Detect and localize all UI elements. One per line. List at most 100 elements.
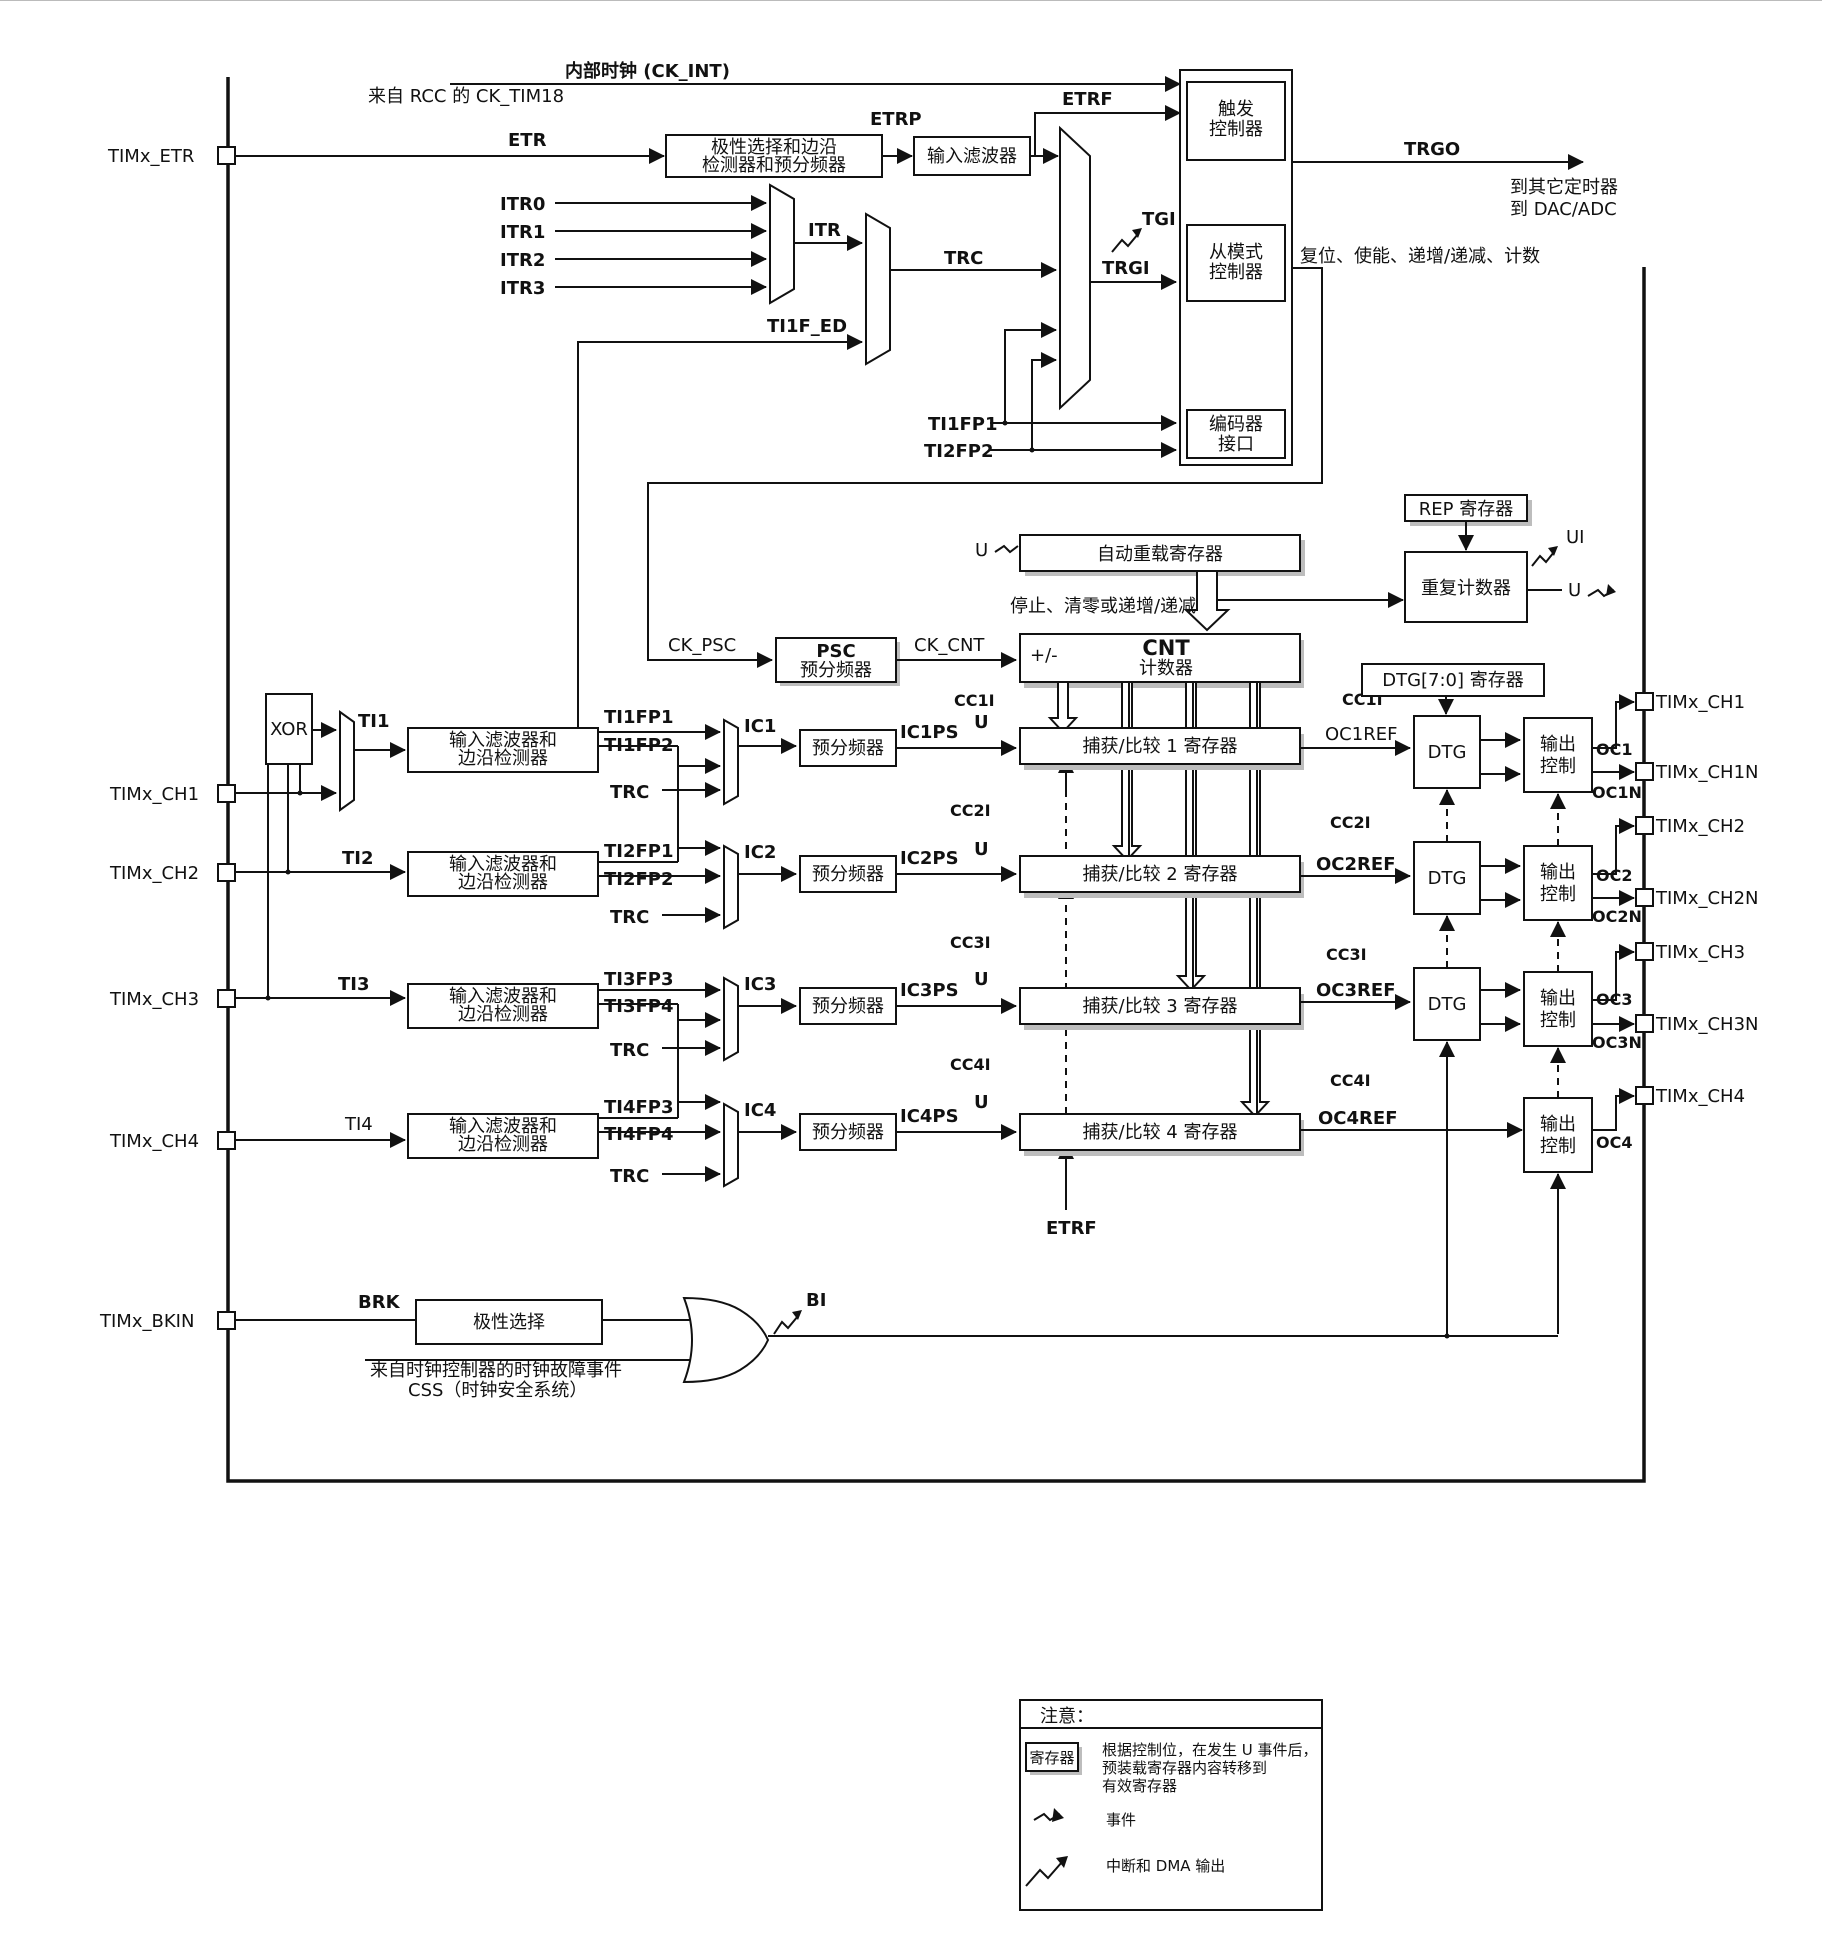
legend-register-icon bbox=[1025, 1742, 1079, 1772]
oc3n-label: OC3N bbox=[1592, 1033, 1642, 1052]
ui-label: UI bbox=[1566, 527, 1584, 548]
pin-ch3-icon bbox=[217, 989, 236, 1008]
input-filter-label: 输入滤波器 bbox=[927, 146, 1017, 167]
legend-reg-desc-2: 预装载寄存器内容转移到 bbox=[1102, 1759, 1267, 1777]
dtg-block-3 bbox=[1413, 967, 1481, 1041]
itr-mux: ITR0 ITR1 ITR2 ITR3 ITR TI1F_ED TRC bbox=[500, 183, 1057, 730]
bi-label: BI bbox=[806, 1290, 826, 1311]
oc2-label: OC2 bbox=[1596, 866, 1632, 885]
brk-label: BRK bbox=[358, 1292, 401, 1313]
input-pins: TIMx_CH1 TIMx_CH2 TIMx_CH3 TIMx_CH4 TIMx… bbox=[99, 693, 406, 1332]
trc-label: TRC bbox=[944, 248, 983, 269]
filter-edge-block-3 bbox=[407, 983, 599, 1029]
prescaler-block-3 bbox=[799, 987, 897, 1025]
cc-register-3 bbox=[1019, 987, 1301, 1025]
dtg-3-label: DTG bbox=[1428, 994, 1467, 1015]
channel-2: 输入滤波器和 边沿检测器 TI2FP1 TI2FP2 TRC IC2 预分频器 … bbox=[407, 801, 1411, 930]
itr1-label: ITR1 bbox=[500, 222, 545, 243]
dtg-2-label: DTG bbox=[1428, 868, 1467, 889]
tgi-label: TGI bbox=[1142, 209, 1176, 230]
ch1-trc-label: TRC bbox=[610, 782, 649, 803]
ch2-u-label: U bbox=[974, 839, 989, 860]
ck-cnt-label: CK_CNT bbox=[914, 635, 985, 656]
output-ctrl-block-1 bbox=[1523, 717, 1593, 793]
ch2-icps-label: IC2PS bbox=[900, 848, 959, 869]
dtg-1-label: DTG bbox=[1428, 742, 1467, 763]
ch4-ccr-label: CC4I bbox=[1330, 1071, 1371, 1090]
pin-bkin-icon bbox=[217, 1311, 236, 1330]
filter-edge-1-line1: 输入滤波器和 bbox=[449, 730, 557, 751]
etrf-bottom-label: ETRF bbox=[1046, 1218, 1097, 1239]
ch4-cc-label: CC4I bbox=[950, 1055, 991, 1074]
ch1-ocref-label: OC1REF bbox=[1325, 724, 1397, 745]
ch1-ic-label: IC1 bbox=[744, 716, 776, 737]
ch4-trc-label: TRC bbox=[610, 1166, 649, 1187]
slave-ctrl-line2: 控制器 bbox=[1209, 262, 1263, 283]
dtg-block-1 bbox=[1413, 715, 1481, 789]
output-ctrl-4-line1: 输出 bbox=[1540, 1114, 1576, 1135]
channel-cross-links bbox=[677, 746, 721, 1118]
oc1n-label: OC1N bbox=[1592, 783, 1642, 802]
ti2fp2-label: TI2FP2 bbox=[924, 441, 994, 462]
ch4-icps-label: IC4PS bbox=[900, 1106, 959, 1127]
outer-frame bbox=[226, 77, 1646, 1483]
output-ctrl-block-3 bbox=[1523, 971, 1593, 1047]
itr-label: ITR bbox=[808, 220, 841, 241]
counter-section: U 自动重载寄存器 停止、清零或递增/递减 CK_PSC PSC 预分频器 CK… bbox=[668, 534, 1404, 688]
cc-register-4-label: 捕获/比较 4 寄存器 bbox=[1083, 1122, 1238, 1143]
legend-event-label: 事件 bbox=[1106, 1811, 1136, 1829]
pin-out-ch1n-label: TIMx_CH1N bbox=[1655, 762, 1759, 783]
or-gate-icon bbox=[682, 1296, 770, 1384]
channel-1: 输入滤波器和 边沿检测器 TI1FP1 TI1FP2 TRC IC1 预分频器 … bbox=[407, 690, 1411, 806]
cc-register-3-label: 捕获/比较 3 寄存器 bbox=[1083, 996, 1238, 1017]
cc-register-4 bbox=[1019, 1113, 1301, 1151]
to-timers-line2: 到 DAC/ADC bbox=[1510, 199, 1617, 220]
psc-block bbox=[775, 637, 897, 683]
trgo-label: TRGO bbox=[1404, 139, 1460, 160]
ch2-trc-label: TRC bbox=[610, 907, 649, 928]
repetition-counter: REP 寄存器 重复计数器 U UI bbox=[1404, 494, 1616, 623]
itr0-label: ITR0 bbox=[500, 194, 545, 215]
pin-out-ch2-label: TIMx_CH2 bbox=[1655, 816, 1745, 837]
output-ctrl-1-line2: 控制 bbox=[1540, 756, 1576, 777]
pin-bkin-label: TIMx_BKIN bbox=[99, 1311, 194, 1332]
ch3-trc-label: TRC bbox=[610, 1040, 649, 1061]
cnt-pm-label: +/- bbox=[1030, 645, 1058, 666]
pin-out-ch1n-icon bbox=[1635, 762, 1654, 781]
ch1-cc-label: CC1I bbox=[954, 691, 995, 710]
filter-edge-4-line1: 输入滤波器和 bbox=[449, 1116, 557, 1137]
rep-register-block bbox=[1404, 494, 1528, 522]
cnt-block bbox=[1019, 633, 1301, 683]
pin-out-ch3-label: TIMx_CH3 bbox=[1655, 942, 1745, 963]
ck-psc-label: CK_PSC bbox=[668, 635, 736, 656]
pin-ch2-icon bbox=[217, 863, 236, 882]
prescaler-3-label: 预分频器 bbox=[812, 996, 884, 1017]
pin-out-ch2n-icon bbox=[1635, 888, 1654, 907]
ch3-fpb-label: TI3FP4 bbox=[604, 996, 674, 1017]
rep-register-label: REP 寄存器 bbox=[1419, 499, 1513, 520]
output-ctrl-block-4 bbox=[1523, 1097, 1593, 1173]
ch2-fpb-label: TI2FP2 bbox=[604, 869, 674, 890]
ch2-fpa-label: TI2FP1 bbox=[604, 841, 674, 862]
polarity-select-block bbox=[415, 1299, 603, 1345]
clock-sources: 内部时钟 (CK_INT) 来自 RCC 的 CK_TIM18 bbox=[368, 60, 1181, 107]
filter-edge-block-4 bbox=[407, 1113, 599, 1159]
legend-reg-desc-3: 有效寄存器 bbox=[1102, 1777, 1177, 1795]
cnt-sub-label: 计数器 bbox=[1139, 658, 1193, 679]
itr-mux-icon bbox=[769, 183, 795, 305]
cc-register-2-label: 捕获/比较 2 寄存器 bbox=[1083, 864, 1238, 885]
reset-enable-note: 复位、使能、递增/递减、计数 bbox=[1300, 246, 1540, 267]
trgi-mux: TRGI TGI TI1FP1 TI2FP2 bbox=[924, 125, 1177, 462]
cc-register-2 bbox=[1019, 855, 1301, 893]
trigger-ctrl-line2: 控制器 bbox=[1209, 119, 1263, 140]
ch1-fpa-label: TI1FP1 bbox=[604, 707, 674, 728]
filter-edge-4-line2: 边沿检测器 bbox=[458, 1134, 548, 1155]
break-path: BRK 极性选择 来自时钟控制器的时钟故障事件 CSS（时钟安全系统） BI bbox=[235, 1290, 1558, 1401]
trigger-ctrl-line1: 触发 bbox=[1218, 99, 1254, 120]
pin-etr-icon bbox=[217, 146, 236, 165]
ch3-cc-label: CC3I bbox=[950, 933, 991, 952]
trgi-mux-icon bbox=[1059, 125, 1091, 411]
cc-register-1 bbox=[1019, 727, 1301, 765]
pin-out-ch4-label: TIMx_CH4 bbox=[1655, 1086, 1745, 1107]
ch3-ic-label: IC3 bbox=[744, 974, 776, 995]
